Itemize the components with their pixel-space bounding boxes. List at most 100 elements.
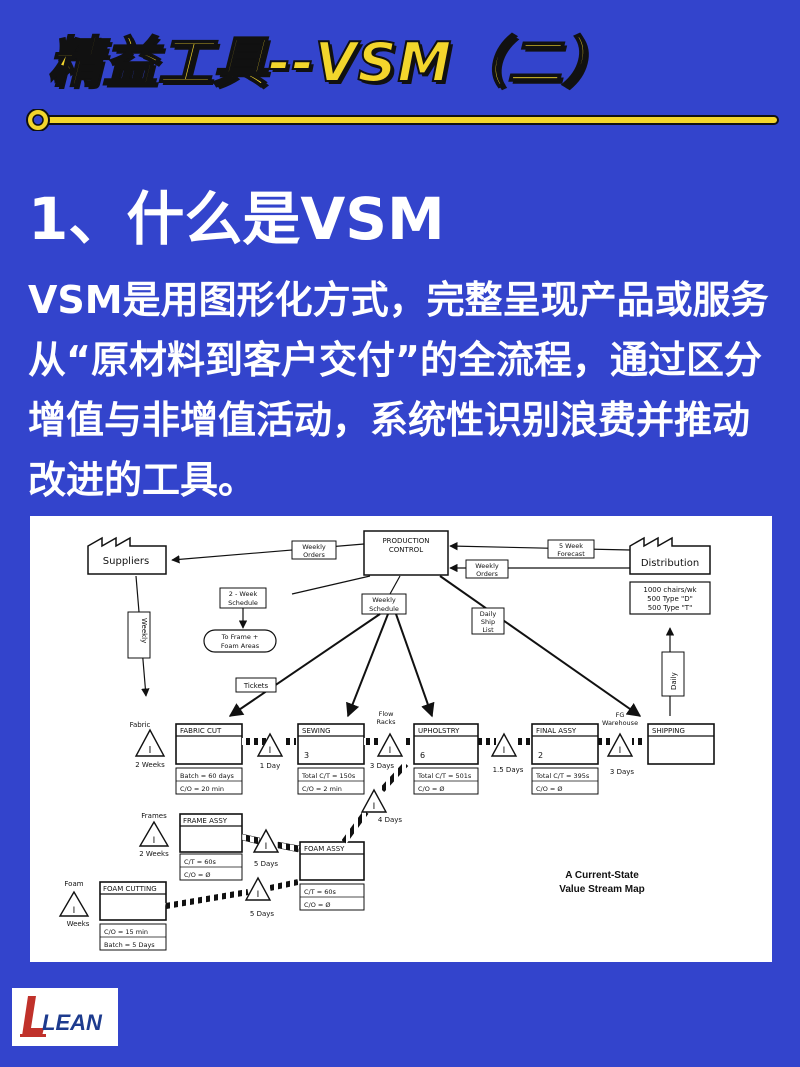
- svg-text:Total C/T = 150s: Total C/T = 150s: [301, 772, 356, 780]
- svg-text:FINAL ASSY: FINAL ASSY: [536, 727, 577, 735]
- process-shipping: SHIPPING: [647, 723, 715, 765]
- svg-text:FABRIC CUT: FABRIC CUT: [180, 727, 222, 735]
- inventory-fg-warehouse: I FG Warehouse 3 Days: [602, 711, 638, 776]
- svg-text:FOAM ASSY: FOAM ASSY: [304, 845, 345, 853]
- inventory-after-frame-assy: I 5 Days: [252, 828, 280, 868]
- svg-text:I: I: [503, 746, 506, 756]
- inventory-frames: I Frames 2 Weeks: [138, 812, 170, 858]
- svg-text:UPHOLSTRY: UPHOLSTRY: [418, 727, 460, 735]
- svg-text:Daily: Daily: [480, 610, 497, 618]
- svg-text:Batch = 60 days: Batch = 60 days: [180, 772, 235, 780]
- svg-text:5 Days: 5 Days: [254, 860, 279, 868]
- svg-text:C/O = 15 min: C/O = 15 min: [104, 928, 148, 936]
- svg-text:6: 6: [420, 751, 425, 760]
- svg-text:FG: FG: [616, 711, 625, 719]
- inventory-after-fabric-cut: I 1 Day: [256, 732, 284, 770]
- svg-text:Forecast: Forecast: [557, 550, 585, 558]
- svg-text:Weekly: Weekly: [302, 543, 326, 551]
- inventory-foam: I Foam Weeks: [58, 880, 90, 928]
- svg-text:Schedule: Schedule: [369, 605, 399, 613]
- svg-text:List: List: [482, 626, 494, 634]
- svg-text:2 Weeks: 2 Weeks: [139, 850, 169, 858]
- svg-text:3 Days: 3 Days: [610, 768, 635, 776]
- svg-text:Weeks: Weeks: [67, 920, 90, 928]
- vsm-diagram: PRODUCTION CONTROL Suppliers Distributio…: [30, 516, 772, 962]
- svg-text:1000 chairs/wk: 1000 chairs/wk: [643, 586, 697, 594]
- daily-ship-list-label: Daily Ship List: [471, 607, 505, 635]
- shipping-arrow: Daily: [661, 627, 685, 716]
- svg-text:Batch = 5 Days: Batch = 5 Days: [104, 941, 155, 949]
- svg-text:C/T = 60s: C/T = 60s: [304, 888, 337, 896]
- two-week-schedule-label: 2 - Week Schedule: [219, 587, 267, 609]
- svg-text:Distribution: Distribution: [641, 558, 699, 569]
- svg-text:5 Days: 5 Days: [250, 910, 275, 918]
- svg-text:500 Type "D": 500 Type "D": [647, 595, 693, 603]
- svg-text:Tickets: Tickets: [243, 682, 269, 690]
- intro-paragraph: VSM是用图形化方式，完整呈现产品或服务从“原材料到客户交付”的全流程，通过区分…: [28, 278, 769, 502]
- svg-text:To Frame +: To Frame +: [221, 633, 259, 641]
- five-week-forecast-label: 5 Week Forecast: [547, 539, 595, 559]
- svg-text:Orders: Orders: [303, 551, 325, 559]
- svg-text:I: I: [149, 745, 152, 756]
- svg-text:2: 2: [538, 751, 543, 760]
- inventory-after-upholstry: I 1.5 Days: [490, 732, 524, 774]
- svg-text:I: I: [153, 836, 156, 846]
- svg-text:Foam: Foam: [64, 880, 83, 888]
- svg-text:Weekly: Weekly: [372, 596, 396, 604]
- svg-text:Ship: Ship: [481, 618, 495, 626]
- weekly-truck-icon: Weekly: [127, 611, 151, 659]
- svg-text:C/O = 20 min: C/O = 20 min: [180, 785, 224, 793]
- svg-text:PRODUCTION: PRODUCTION: [382, 537, 429, 545]
- svg-text:Fabric: Fabric: [130, 721, 151, 729]
- svg-text:3 Days: 3 Days: [370, 762, 395, 770]
- svg-text:Total C/T = 501s: Total C/T = 501s: [417, 772, 472, 780]
- svg-text:SEWING: SEWING: [302, 727, 331, 735]
- process-upholstry: UPHOLSTRY 6 Total C/T = 501s C/O = Ø: [413, 723, 479, 795]
- svg-text:C/O = 2 min: C/O = 2 min: [302, 785, 342, 793]
- svg-text:I: I: [373, 802, 376, 812]
- svg-text:Weekly: Weekly: [140, 618, 148, 643]
- svg-text:Suppliers: Suppliers: [103, 556, 149, 567]
- svg-text:Orders: Orders: [476, 570, 498, 578]
- svg-text:2 Weeks: 2 Weeks: [135, 761, 165, 769]
- process-frame-assy: FRAME ASSY C/T = 60s C/O = Ø: [179, 813, 243, 881]
- svg-text:CONTROL: CONTROL: [389, 546, 423, 554]
- to-frame-foam-label: To Frame + Foam Areas: [203, 629, 277, 653]
- svg-text:I: I: [265, 842, 268, 852]
- svg-text:3: 3: [304, 751, 309, 760]
- svg-text:FRAME ASSY: FRAME ASSY: [183, 817, 228, 825]
- svg-text:I: I: [619, 746, 622, 756]
- diagram-caption-line2: Value Stream Map: [559, 884, 645, 895]
- svg-text:FOAM CUTTING: FOAM CUTTING: [103, 885, 157, 893]
- process-sewing: SEWING 3 Total C/T = 150s C/O = 2 min: [297, 723, 365, 795]
- page-title: 精益工具--VSM（二）: [47, 30, 618, 95]
- inventory-after-foam-assy: I 4 Days: [360, 788, 403, 824]
- weekly-orders-left-label: Weekly Orders: [291, 540, 337, 560]
- logo-text: LEAN: [42, 1010, 103, 1035]
- svg-text:C/O = Ø: C/O = Ø: [184, 871, 211, 879]
- svg-text:Warehouse: Warehouse: [602, 719, 638, 727]
- svg-text:4 Days: 4 Days: [378, 816, 403, 824]
- customer-data-box: 1000 chairs/wk 500 Type "D" 500 Type "T": [629, 581, 711, 615]
- tickets-label: Tickets: [235, 677, 277, 693]
- svg-text:C/O = Ø: C/O = Ø: [418, 785, 445, 793]
- svg-text:1 Day: 1 Day: [260, 762, 281, 770]
- inventory-fabric: I Fabric 2 Weeks: [130, 721, 166, 769]
- process-foam-assy: FOAM ASSY C/T = 60s C/O = Ø: [299, 841, 365, 911]
- process-foam-cutting: FOAM CUTTING C/O = 15 min Batch = 5 Days: [99, 881, 167, 951]
- svg-text:I: I: [73, 906, 76, 916]
- section-heading: 1、什么是VSM: [28, 185, 445, 253]
- svg-text:Flow: Flow: [379, 710, 395, 718]
- suppliers-factory-icon: Suppliers: [87, 536, 167, 575]
- weekly-schedule-label: Weekly Schedule: [361, 593, 407, 615]
- svg-text:C/O = Ø: C/O = Ø: [304, 901, 331, 909]
- svg-text:Schedule: Schedule: [228, 599, 258, 607]
- svg-text:I: I: [257, 890, 260, 900]
- svg-text:Foam Areas: Foam Areas: [221, 642, 260, 650]
- svg-text:I: I: [269, 746, 272, 756]
- inventory-after-foam-cutting: I 5 Days: [244, 876, 275, 918]
- svg-text:I: I: [389, 746, 392, 756]
- svg-text:2 - Week: 2 - Week: [229, 590, 258, 598]
- process-final-assy: FINAL ASSY 2 Total C/T = 395s C/O = Ø: [531, 723, 599, 795]
- inventory-after-sewing: I Flow Racks 3 Days: [370, 710, 404, 770]
